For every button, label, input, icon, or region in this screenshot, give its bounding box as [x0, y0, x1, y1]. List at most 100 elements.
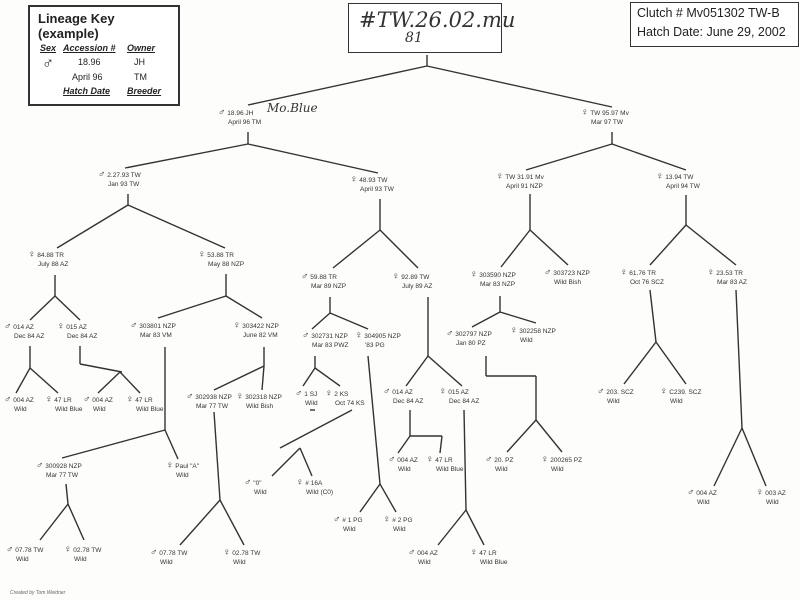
pedigree-branch-line — [65, 483, 69, 505]
node-accession: 004 AZ — [90, 397, 113, 404]
pedigree-branch-line — [247, 143, 379, 174]
node-hatch-info: Wild Blue — [436, 466, 464, 473]
node-hatch-info: Wild — [176, 472, 189, 479]
pedigree-branch-line — [379, 229, 419, 269]
node-accession: 53.88 TR — [205, 252, 234, 259]
key-hatch-header: Hatch Date — [63, 86, 111, 96]
node-hatch-info: '83 PG — [365, 342, 385, 349]
male-symbol-icon: ♂ — [333, 514, 341, 525]
male-symbol-icon: ♂ — [98, 169, 106, 180]
node-hatch-info: Dec 84 AZ — [393, 398, 424, 405]
node-accession: 13.94 TW — [663, 174, 694, 181]
female-symbol-icon: ♀ — [223, 547, 231, 558]
female-symbol-icon: ♀ — [57, 321, 65, 332]
node-hatch-info: Wild Blue — [480, 559, 508, 566]
pedigree-branch-line — [439, 435, 443, 454]
node-hatch-info: Wild — [766, 499, 779, 506]
key-accession-value: 18.96 — [78, 57, 101, 67]
female-symbol-icon: ♀ — [581, 107, 589, 118]
pedigree-node-n304905: ♀ 304905 NZP'83 PG — [355, 331, 401, 350]
pedigree-branch-line — [29, 295, 56, 321]
pedigree-branch-line — [397, 435, 411, 454]
node-hatch-info: Wild — [607, 398, 620, 405]
female-symbol-icon: ♀ — [325, 388, 333, 399]
node-accession: 200265 PZ — [548, 457, 583, 464]
node-hatch-info: Dec 84 AZ — [14, 333, 45, 340]
pedigree-branch-line — [463, 409, 467, 511]
node-accession: TW 95.97 Mv — [588, 110, 629, 117]
clutch-hatch-date: Hatch Date: June 29, 2002 — [637, 25, 786, 39]
node-accession: 47 LR — [133, 397, 153, 404]
key-accession-header: Accession # — [63, 43, 116, 53]
pedigree-branch-line — [213, 365, 265, 391]
male-symbol-icon: ♂ — [687, 487, 695, 498]
node-accession: 302731 NZP — [309, 333, 348, 340]
node-accession: "0" — [251, 480, 262, 487]
pedigree-branch-line — [649, 289, 657, 343]
pedigree-branch-line — [79, 363, 123, 373]
pedigree-branch-line — [314, 367, 341, 387]
male-symbol-icon: ♂ — [4, 321, 12, 332]
node-accession: 92.89 TW — [399, 274, 430, 281]
node-accession: 004 AZ — [694, 490, 717, 497]
key-owner-value: JH — [134, 57, 145, 67]
node-accession: 304905 NZP — [362, 333, 401, 340]
female-symbol-icon: ♀ — [470, 547, 478, 558]
node-hatch-info: Dec 84 AZ — [67, 333, 98, 340]
female-symbol-icon: ♀ — [541, 454, 549, 465]
node-hatch-info: Wild Blue — [136, 406, 164, 413]
node-accession: 004 AZ — [395, 457, 418, 464]
male-symbol-icon: ♂ — [485, 454, 493, 465]
handwritten-id-sub: 81 — [405, 30, 423, 46]
pedigree-branch-line — [179, 499, 221, 546]
pedigree-branch-line — [219, 499, 245, 546]
node-accession: 003 AZ — [763, 490, 786, 497]
pedigree-branch-line — [332, 229, 381, 269]
pedigree-branch-line — [367, 355, 381, 485]
node-accession: 302938 NZP — [193, 394, 232, 401]
pedigree-branch-line — [119, 371, 141, 394]
male-symbol-icon: ♂ — [295, 388, 303, 399]
female-symbol-icon: ♀ — [236, 391, 244, 402]
pedigree-branch-line — [15, 367, 31, 394]
pedigree-node-n0: ♂ "0"Wild — [244, 478, 267, 497]
female-symbol-icon: ♀ — [620, 267, 628, 278]
pedigree-branch-line — [359, 483, 381, 513]
node-hatch-info: Wild — [393, 526, 406, 533]
node-accession: 20. PZ — [492, 457, 514, 464]
pedigree-branch-line — [655, 341, 687, 385]
node-accession: 07.78 TW — [13, 547, 44, 554]
pedigree-branch-line — [247, 65, 428, 106]
pedigree-branch-line — [735, 289, 743, 429]
handwritten-id-box: #TW.26.02.mu 81 — [348, 3, 515, 53]
node-hatch-info: May 88 NZP — [208, 261, 245, 268]
lineage-key-title: Lineage Key (example) — [38, 11, 115, 41]
male-symbol-icon: ♂ — [130, 320, 138, 331]
male-symbol-icon: ♂ — [446, 328, 454, 339]
pedigree-branch-line — [97, 371, 121, 394]
male-symbol-icon: ♂ — [408, 547, 416, 558]
node-hatch-info: Wild — [93, 406, 106, 413]
key-hatch-value: April 96 — [72, 72, 103, 82]
node-accession: 18.96 JH — [225, 110, 254, 117]
node-hatch-info: Wild — [343, 526, 356, 533]
